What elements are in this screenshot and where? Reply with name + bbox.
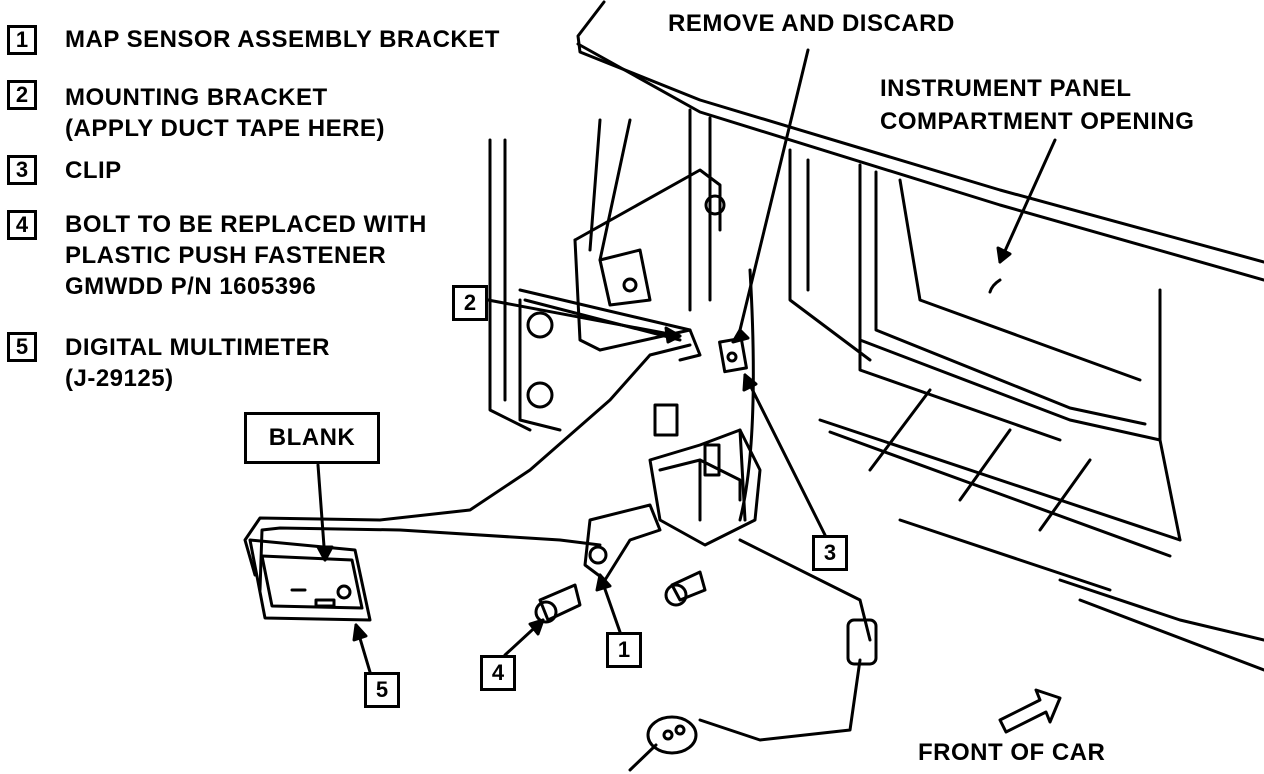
legend-text-5: DIGITAL MULTIMETER (J-29125) bbox=[65, 332, 330, 394]
sensor-bracket bbox=[583, 503, 662, 582]
legend-line: (APPLY DUCT TAPE HERE) bbox=[65, 115, 385, 142]
test-leads bbox=[243, 343, 878, 742]
instrument-panel-outline bbox=[576, 0, 1264, 362]
legend-number-1: 1 bbox=[7, 25, 37, 55]
clip bbox=[718, 336, 748, 374]
callout-2: 2 bbox=[452, 285, 488, 321]
legend-line: GMWDD P/N 1605396 bbox=[65, 273, 317, 300]
legend-line: CLIP bbox=[65, 157, 122, 184]
compartment-opening bbox=[858, 163, 1162, 442]
compartment-opening-label: COMPARTMENT OPENING bbox=[880, 108, 1195, 135]
legend-line: MAP SENSOR ASSEMBLY BRACKET bbox=[65, 26, 500, 53]
legend-number-4: 4 bbox=[7, 210, 37, 240]
instrument-panel-label: INSTRUMENT PANEL bbox=[880, 75, 1132, 102]
connector-grommet bbox=[628, 715, 698, 772]
push-fastener bbox=[534, 583, 582, 624]
support-pillar bbox=[488, 118, 632, 432]
digital-multimeter bbox=[248, 538, 372, 622]
front-of-car-arrow bbox=[998, 688, 1062, 734]
callout-4: 4 bbox=[480, 655, 516, 691]
legend-number-2: 2 bbox=[7, 80, 37, 110]
legend-line: (J-29125) bbox=[65, 365, 174, 392]
callout-1: 1 bbox=[606, 632, 642, 668]
lower-dash-panels bbox=[818, 388, 1264, 672]
leader-lines bbox=[316, 48, 1057, 674]
legend-line: PLASTIC PUSH FASTENER bbox=[65, 242, 387, 269]
front-of-car-label: FRONT OF CAR bbox=[918, 739, 1106, 766]
legend-text-4: BOLT TO BE REPLACED WITH PLASTIC PUSH FA… bbox=[65, 209, 427, 302]
remove-and-discard-label: REMOVE AND DISCARD bbox=[668, 10, 955, 37]
callout-3: 3 bbox=[812, 535, 848, 571]
legend-number-5: 5 bbox=[7, 332, 37, 362]
legend-text-1: MAP SENSOR ASSEMBLY BRACKET bbox=[65, 24, 500, 55]
legend-text-2: MOUNTING BRACKET (APPLY DUCT TAPE HERE) bbox=[65, 82, 385, 144]
legend-number-3: 3 bbox=[7, 155, 37, 185]
callout-5: 5 bbox=[364, 672, 400, 708]
detail-circle bbox=[738, 268, 755, 522]
bolt bbox=[664, 570, 707, 607]
legend-line: MOUNTING BRACKET bbox=[65, 84, 328, 111]
legend-text-3: CLIP bbox=[65, 155, 122, 186]
legend-line: DIGITAL MULTIMETER bbox=[65, 334, 330, 361]
blank-label: BLANK bbox=[244, 412, 380, 464]
map-sensor-assembly bbox=[648, 403, 762, 547]
legend-line: BOLT TO BE REPLACED WITH bbox=[65, 211, 427, 238]
